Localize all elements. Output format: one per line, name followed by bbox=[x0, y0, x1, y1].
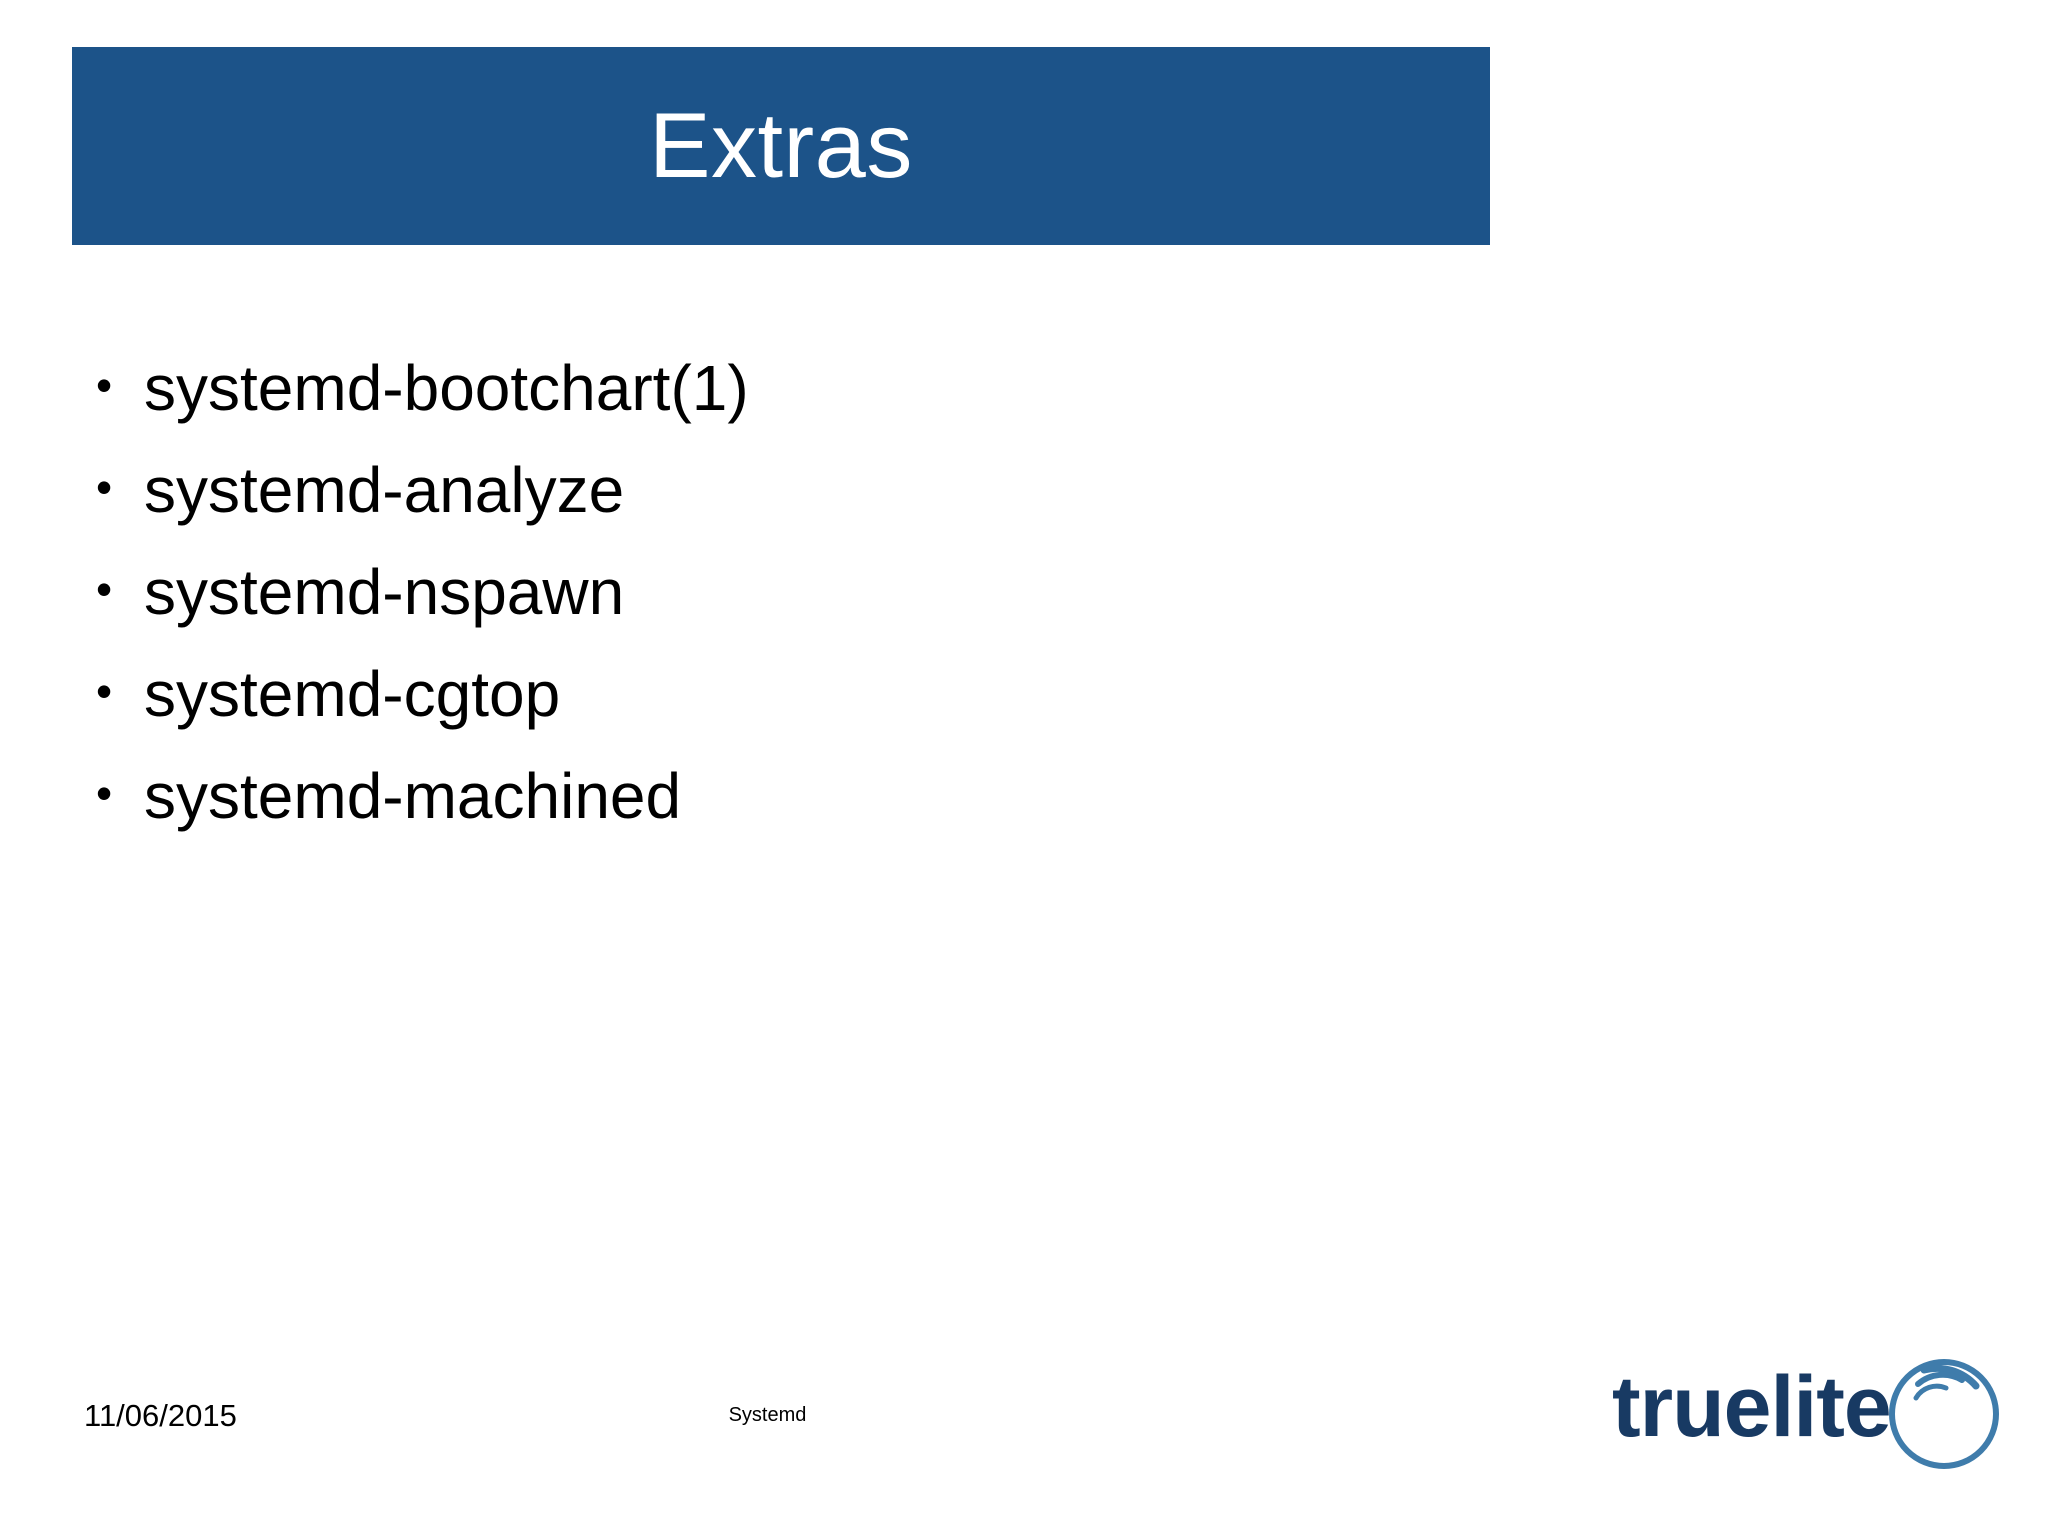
bullet-icon: • bbox=[96, 461, 113, 513]
bullet-icon: • bbox=[96, 665, 113, 717]
list-item: • systemd-bootchart(1) bbox=[82, 352, 1582, 454]
list-item-label: systemd-nspawn bbox=[144, 556, 625, 628]
bullet-icon: • bbox=[96, 767, 113, 819]
list-item: • systemd-machined bbox=[82, 760, 1582, 862]
list-item-label: systemd-analyze bbox=[144, 454, 625, 526]
svg-text:truelite: truelite bbox=[1612, 1359, 1891, 1455]
list-item: • systemd-cgtop bbox=[82, 658, 1582, 760]
title-bar: Extras bbox=[72, 47, 1490, 245]
truelite-logo: truelite bbox=[1606, 1340, 2026, 1480]
page-title: Extras bbox=[649, 95, 913, 197]
list-item: • systemd-nspawn bbox=[82, 556, 1582, 658]
bullet-icon: • bbox=[96, 563, 113, 615]
bullet-list: • systemd-bootchart(1) • systemd-analyze… bbox=[82, 352, 1582, 862]
list-item-label: systemd-machined bbox=[144, 760, 682, 832]
bullet-icon: • bbox=[96, 359, 113, 411]
list-item-label: systemd-bootchart(1) bbox=[144, 352, 749, 424]
footer-date: 11/06/2015 bbox=[84, 1398, 237, 1433]
list-item: • systemd-analyze bbox=[82, 454, 1582, 556]
footer-center-label: Systemd bbox=[728, 1404, 807, 1426]
list-item-label: systemd-cgtop bbox=[144, 658, 561, 730]
